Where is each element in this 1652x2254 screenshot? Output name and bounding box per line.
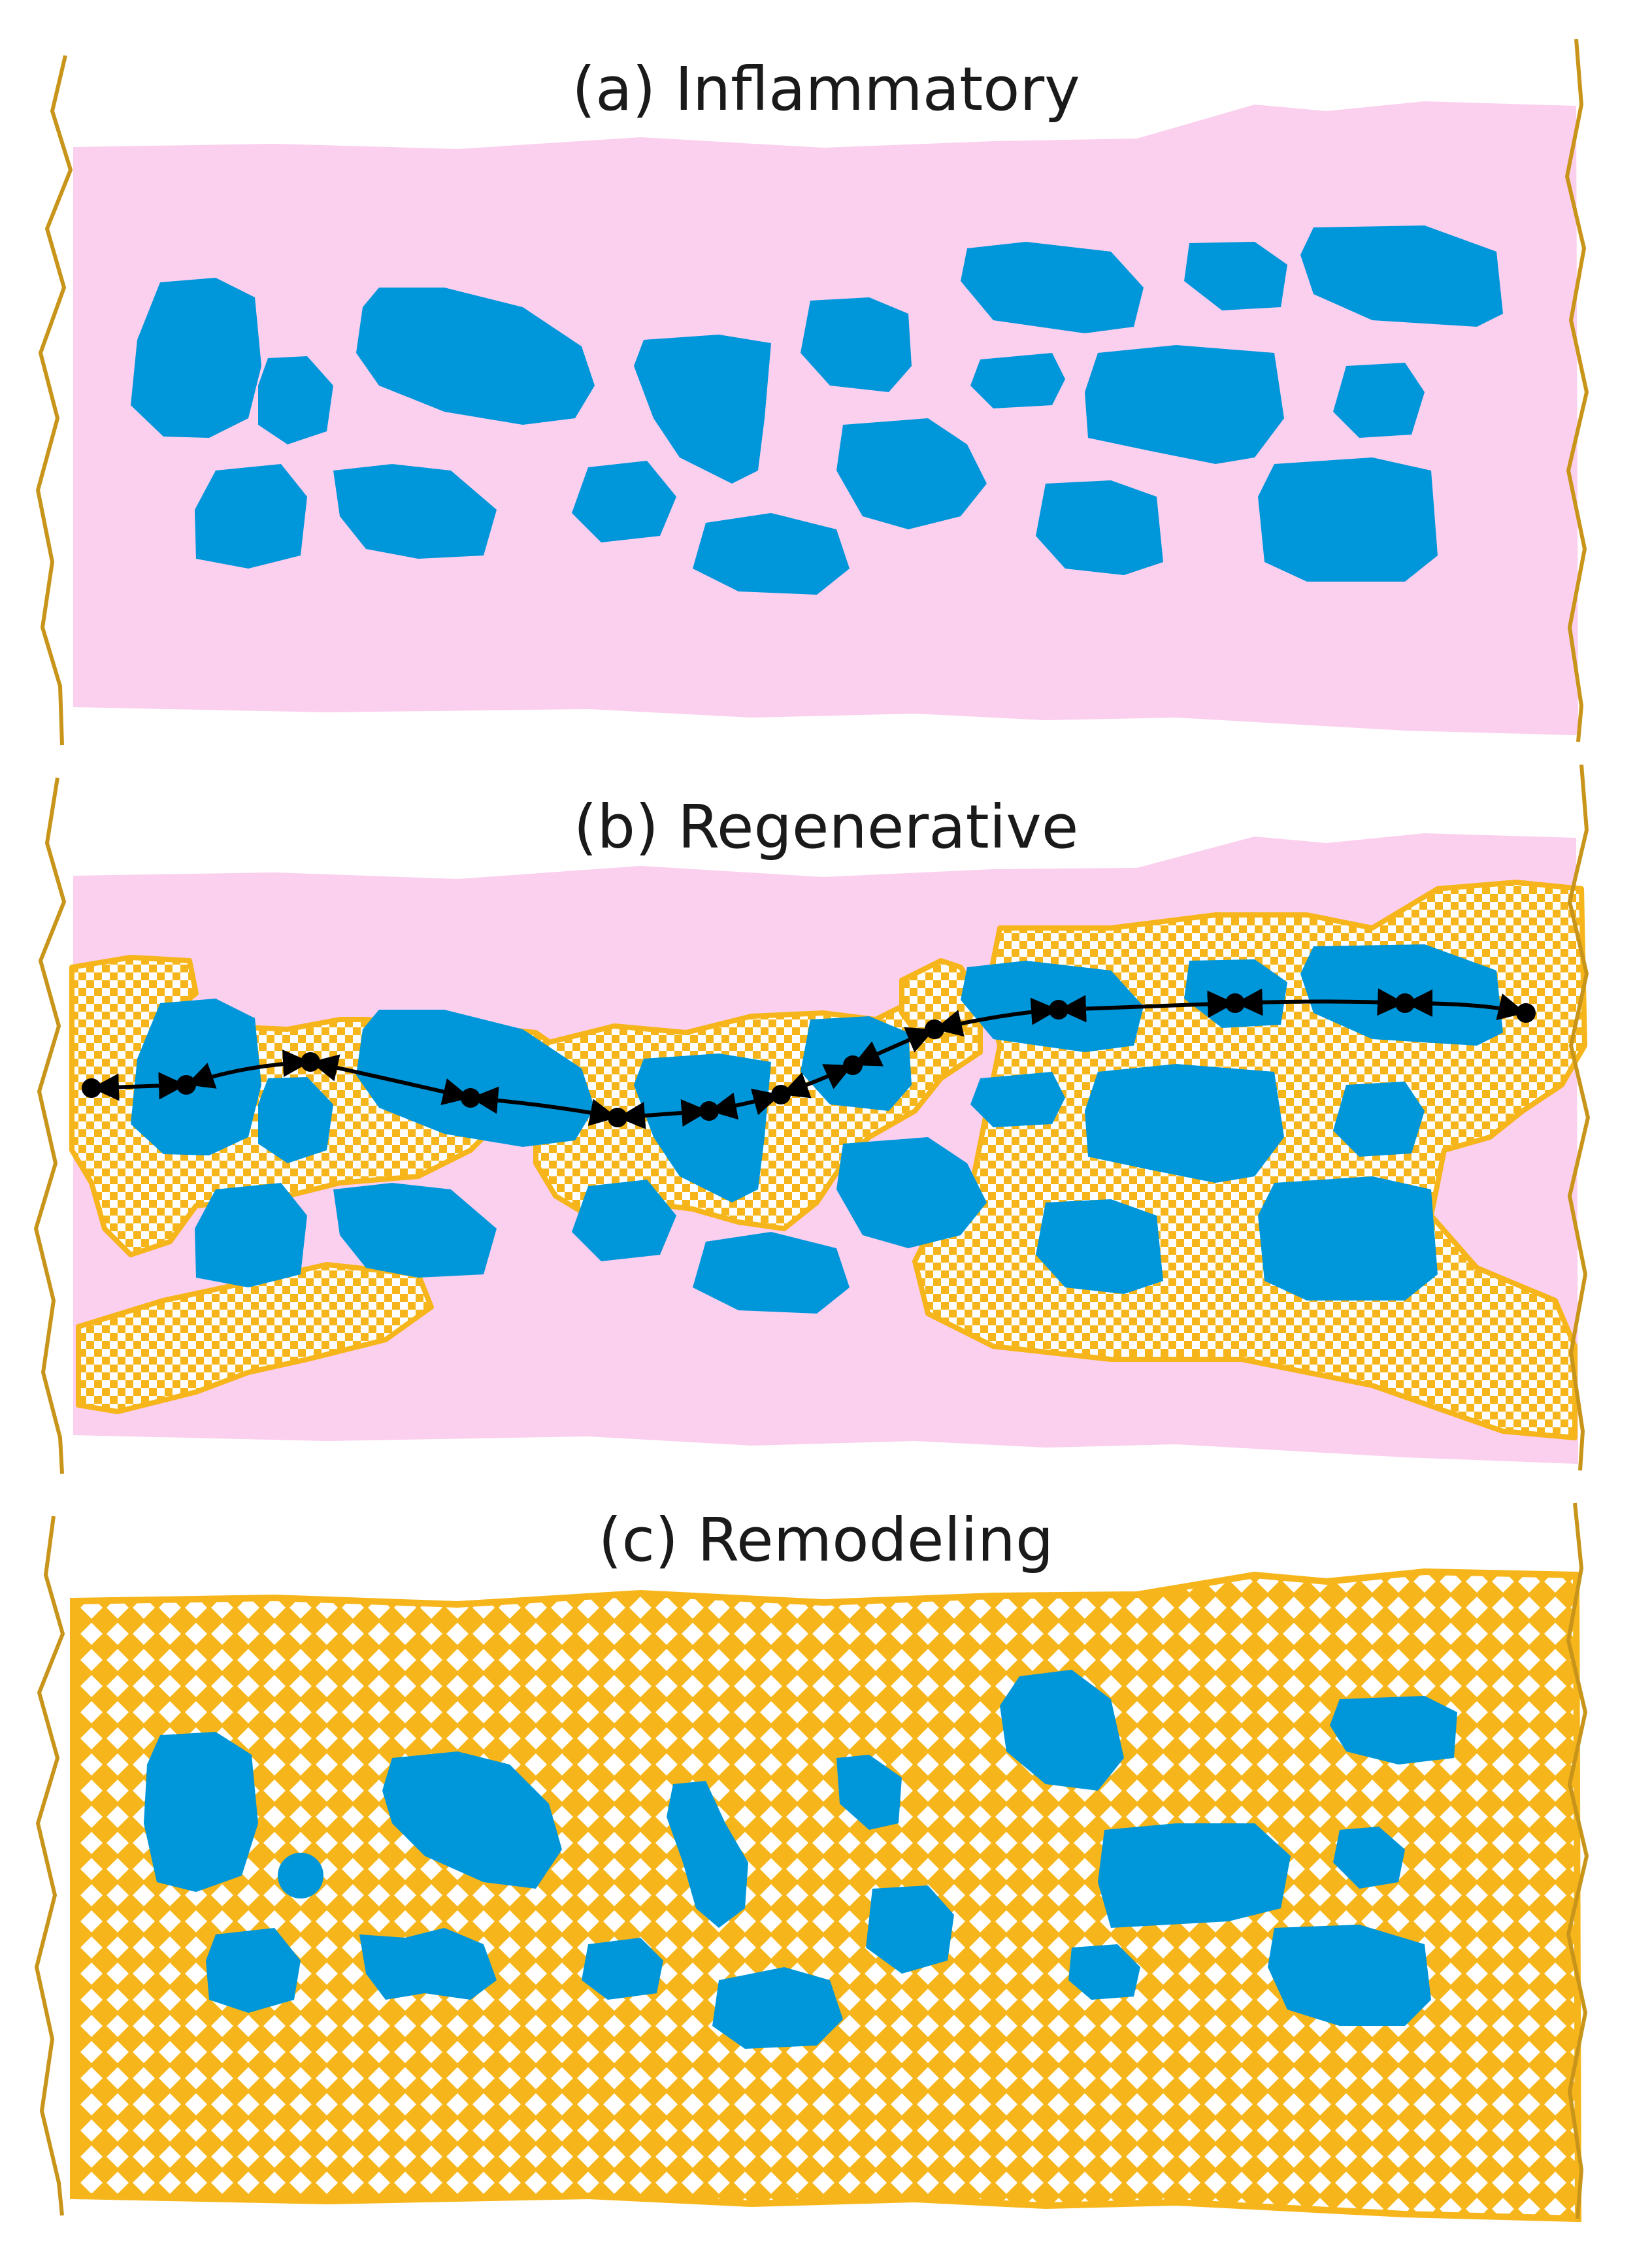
panel-title-regenerative: (b) Regenerative	[574, 792, 1079, 862]
panel-inflammatory: (a) Inflammatory	[35, 39, 1589, 746]
cortical-edge-right-a	[1564, 39, 1589, 742]
particle-cluster-b	[131, 944, 1503, 1314]
panel-regenerative: (b) Regenerative	[33, 764, 1591, 1474]
cortical-edge-right-c	[1566, 1502, 1589, 2219]
cortical-edge-left-b	[33, 777, 67, 1474]
particle-cluster-a	[131, 225, 1503, 595]
panel-title-inflammatory: (a) Inflammatory	[572, 54, 1080, 124]
lamellar-bone	[70, 1568, 1582, 2223]
cortical-edge-right-b	[1567, 764, 1591, 1471]
panel-remodeling: (c) Remodeling	[34, 1502, 1589, 2223]
cortical-edge-left-c	[34, 1516, 65, 2216]
particle-cluster-c	[144, 1670, 1457, 2049]
cortical-edge-left-a	[35, 55, 73, 746]
panel-title-remodeling: (c) Remodeling	[599, 1505, 1054, 1575]
migration-path-nodes	[82, 993, 1536, 1127]
